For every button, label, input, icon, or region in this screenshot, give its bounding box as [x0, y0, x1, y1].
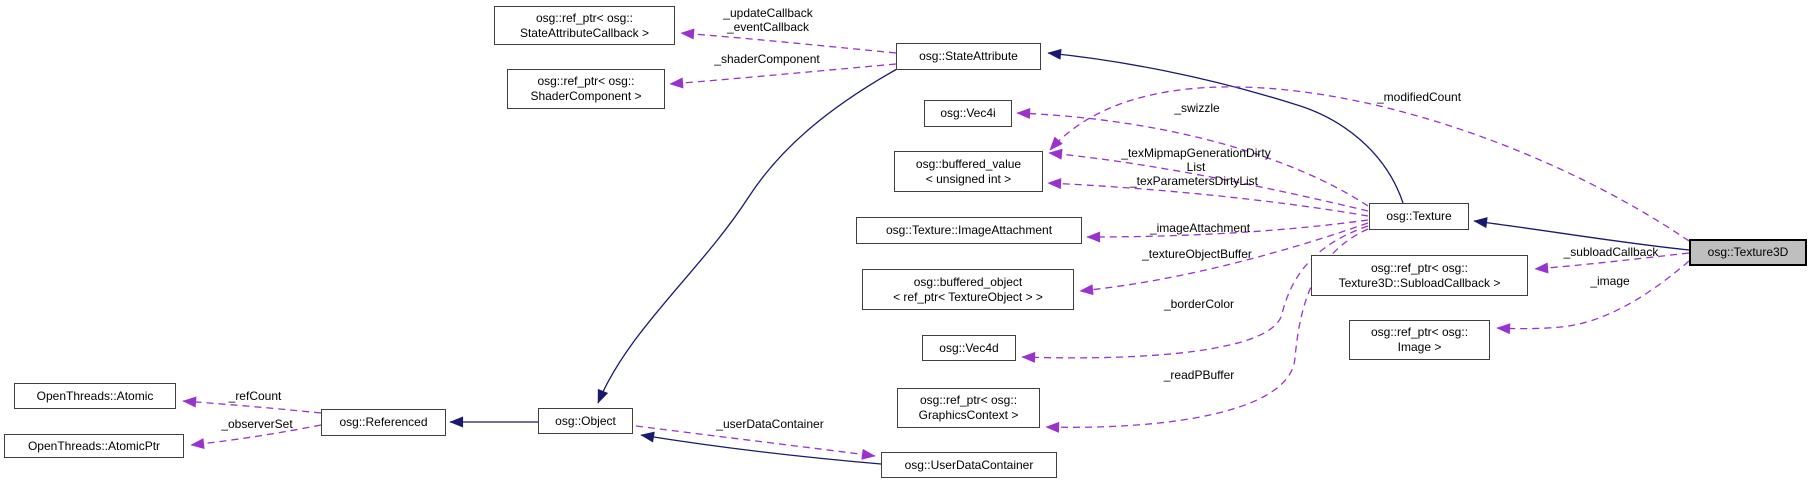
edge-label-texparametersdirtylist: _texParametersDirtyList: [1129, 174, 1259, 188]
node-osg-texture[interactable]: osg::Texture: [1369, 203, 1469, 230]
node-osg-userdatacontainer[interactable]: osg::UserDataContainer: [881, 452, 1057, 478]
node-openthreads-atomic[interactable]: OpenThreads::Atomic: [14, 383, 176, 409]
edge-subloadcallback: [1534, 252, 1690, 274]
edge-label-updatecallback-eventcallback: _updateCallback _eventCallback: [723, 6, 813, 34]
edge-refcount: [182, 396, 322, 414]
edge-label-subloadcallback: _subloadCallback: [1563, 245, 1659, 259]
edge-userdatacontainer-to-object: [640, 431, 882, 465]
edge-updatecallback: [680, 28, 897, 54]
node-osg-referenced[interactable]: osg::Referenced: [321, 409, 446, 436]
edge-label-textureobjectbuffer: _textureObjectBuffer: [1142, 247, 1252, 261]
edge-label-texmipmapgenerationdirtylist: _texMipmapGenerationDirty List: [1121, 146, 1271, 174]
node-osg-ref-ptr-image[interactable]: osg::ref_ptr< osg:: Image >: [1349, 320, 1490, 360]
edge-userdatacontainer-member: [635, 425, 876, 460]
edge-label-observerset: _observerSet: [221, 417, 293, 431]
edge-imageattachment: [1086, 219, 1369, 243]
edge-label-modifiedcount: _modifiedCount: [1376, 90, 1462, 104]
edge-texture-to-stateattribute: [1047, 48, 1404, 204]
edge-modifiedcount: [1049, 86, 1690, 242]
edge-label-imageattachment: _imageAttachment: [1149, 221, 1251, 235]
node-osg-ref-ptr-graphicscontext[interactable]: osg::ref_ptr< osg:: GraphicsContext >: [897, 388, 1040, 428]
edge-label-bordercolor: _borderColor: [1163, 297, 1235, 311]
node-osg-ref-ptr-stateattributecallback[interactable]: osg::ref_ptr< osg:: StateAttributeCallba…: [494, 6, 675, 45]
node-openthreads-atomicptr[interactable]: OpenThreads::AtomicPtr: [4, 434, 184, 458]
edge-stateattribute-to-object: [597, 68, 898, 404]
edge-shadercomponent: [669, 63, 897, 89]
edge-label-shadercomponent: _shaderComponent: [714, 52, 820, 66]
node-osg-buffered-object[interactable]: osg::buffered_object < ref_ptr< TextureO…: [862, 269, 1074, 310]
edge-label-image: _image: [1590, 274, 1630, 288]
edge-label-readpbuffer: _readPBuffer: [1163, 368, 1235, 382]
node-osg-object[interactable]: osg::Object: [538, 408, 633, 434]
edge-label-swizzle: _swizzle: [1174, 101, 1220, 115]
node-osg-buffered-value[interactable]: osg::buffered_value < unsigned int >: [894, 151, 1043, 192]
edge-label-userdatacontainer: _userDataContainer: [716, 417, 824, 431]
edge-readpbuffer: [1045, 228, 1369, 433]
edge-bordercolor: [1021, 225, 1369, 363]
node-osg-ref-ptr-shadercomponent[interactable]: osg::ref_ptr< osg:: ShaderComponent >: [507, 69, 665, 109]
edge-texparameters: [1047, 178, 1369, 217]
edge-observerset: [190, 424, 322, 450]
node-osg-texture3d: osg::Texture3D: [1689, 239, 1807, 266]
edge-image: [1496, 260, 1690, 335]
node-osg-texture-imageattachment[interactable]: osg::Texture::ImageAttachment: [856, 217, 1082, 244]
node-osg-stateattribute[interactable]: osg::StateAttribute: [896, 43, 1041, 70]
edge-label-refcount: _refCount: [228, 389, 282, 403]
edge-texture3d-to-texture: [1473, 217, 1690, 251]
edge-texmipmap: [1048, 148, 1369, 212]
edge-textureobjectbuffer: [1079, 222, 1369, 296]
node-osg-vec4i[interactable]: osg::Vec4i: [924, 100, 1012, 127]
node-osg-vec4d[interactable]: osg::Vec4d: [922, 335, 1016, 361]
node-osg-ref-ptr-subloadcallback[interactable]: osg::ref_ptr< osg:: Texture3D::SubloadCa…: [1311, 255, 1528, 296]
edge-swizzle: [1016, 108, 1369, 207]
